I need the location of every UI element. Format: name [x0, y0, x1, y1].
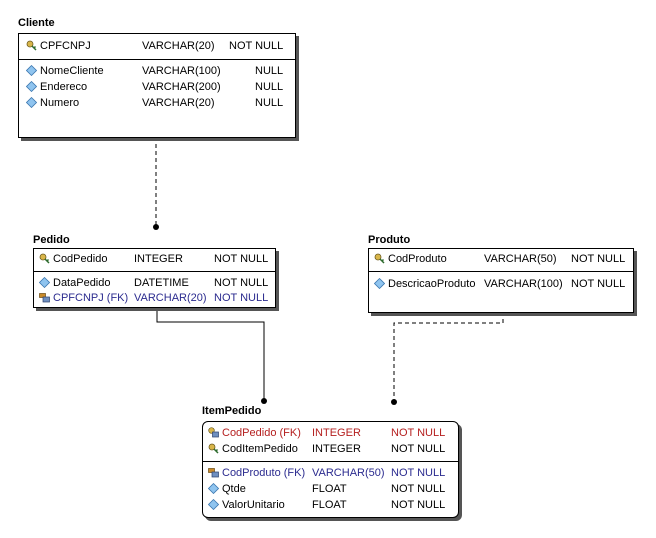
attribute-diamond-icon — [39, 277, 50, 288]
entity-itempedido[interactable]: CodPedido (FK) INTEGER NOT NULL CodItemP… — [202, 421, 459, 518]
column-type: VARCHAR(20) — [142, 40, 215, 52]
column-nullability: NOT NULL — [571, 278, 626, 290]
column-nullability: NOT NULL — [214, 292, 269, 304]
column-type: INTEGER — [312, 427, 361, 439]
attribute-diamond-icon — [208, 499, 219, 510]
column-nullability: NOT NULL — [571, 253, 626, 265]
column-nullability: NOT NULL — [214, 253, 269, 265]
foreign-key-row[interactable]: CodProduto (FK) VARCHAR(50) NOT NULL — [203, 465, 458, 481]
pk-fk-row[interactable]: CodPedido (FK) INTEGER NOT NULL — [203, 425, 458, 441]
key-separator — [203, 461, 458, 462]
key-icon — [26, 40, 37, 51]
pk-row[interactable]: CPFCNPJ VARCHAR(20) NOT NULL — [19, 38, 295, 54]
entity-produto[interactable]: CodProduto VARCHAR(50) NOT NULL Descrica… — [368, 248, 634, 313]
column-type: FLOAT — [312, 499, 347, 511]
column-type: VARCHAR(50) — [312, 467, 385, 479]
pk-row[interactable]: CodPedido INTEGER NOT NULL — [34, 251, 275, 267]
column-type: DATETIME — [134, 277, 189, 289]
column-name: CodProduto — [388, 253, 447, 265]
entity-title-itempedido: ItemPedido — [202, 405, 262, 417]
foreign-key-icon — [208, 468, 219, 478]
relationship-end-dot — [153, 224, 159, 230]
attribute-row[interactable]: NomeCliente VARCHAR(100) NULL — [19, 63, 295, 79]
relationship-end-dot — [391, 399, 397, 405]
relationship-pedido-itempedido — [156, 307, 265, 400]
column-name: DataPedido — [53, 277, 111, 289]
column-name: DescricaoProduto — [388, 278, 476, 290]
key-separator — [34, 271, 275, 272]
pk-row[interactable]: CodItemPedido INTEGER NOT NULL — [203, 441, 458, 457]
column-type: VARCHAR(20) — [134, 292, 207, 304]
attribute-row[interactable]: Numero VARCHAR(20) NULL — [19, 95, 295, 111]
column-nullability: NOT NULL — [391, 483, 446, 495]
relationship-produto-itempedido — [393, 312, 504, 400]
column-nullability: NOT NULL — [391, 499, 446, 511]
column-name: CodItemPedido — [222, 443, 298, 455]
key-foreign-key-icon — [208, 427, 219, 438]
key-separator — [369, 271, 633, 272]
key-icon — [208, 443, 219, 454]
attribute-diamond-icon — [26, 65, 37, 76]
entity-title-cliente: Cliente — [18, 17, 55, 29]
key-separator — [19, 59, 295, 60]
column-type: FLOAT — [312, 483, 347, 495]
key-icon — [374, 253, 385, 264]
key-icon — [39, 253, 50, 264]
entity-pedido[interactable]: CodPedido INTEGER NOT NULL DataPedido DA… — [33, 248, 276, 308]
relationship-end-dot — [261, 398, 267, 404]
column-name: Numero — [40, 97, 80, 109]
column-nullability: NOT NULL — [391, 443, 446, 455]
entity-title-pedido: Pedido — [33, 234, 70, 246]
column-nullability: NOT NULL — [391, 427, 446, 439]
column-nullability: NOT NULL — [229, 40, 284, 52]
column-nullability: NULL — [255, 81, 284, 93]
column-nullability: NOT NULL — [391, 467, 446, 479]
column-type: VARCHAR(100) — [142, 65, 221, 77]
column-name: Endereco — [40, 81, 88, 93]
column-name: CodPedido (FK) — [222, 427, 301, 439]
foreign-key-row[interactable]: CPFCNPJ (FK) VARCHAR(20) NOT NULL — [34, 290, 275, 306]
column-name: Qtde — [222, 483, 246, 495]
attribute-row[interactable]: ValorUnitario FLOAT NOT NULL — [203, 497, 458, 513]
column-name: CPFCNPJ (FK) — [53, 292, 129, 304]
column-nullability: NULL — [255, 65, 284, 77]
entity-cliente[interactable]: CPFCNPJ VARCHAR(20) NOT NULL NomeCliente… — [18, 33, 296, 138]
column-type: VARCHAR(200) — [142, 81, 221, 93]
column-type: INTEGER — [134, 253, 183, 265]
column-name: NomeCliente — [40, 65, 104, 77]
column-name: ValorUnitario — [222, 499, 285, 511]
attribute-diamond-icon — [26, 81, 37, 92]
column-type: VARCHAR(50) — [484, 253, 557, 265]
column-type: INTEGER — [312, 443, 361, 455]
foreign-key-icon — [39, 293, 50, 303]
column-nullability: NOT NULL — [214, 277, 269, 289]
entity-title-produto: Produto — [368, 234, 411, 246]
column-nullability: NULL — [255, 97, 284, 109]
pk-row[interactable]: CodProduto VARCHAR(50) NOT NULL — [369, 251, 633, 267]
column-name: CPFCNPJ — [40, 40, 91, 52]
attribute-diamond-icon — [26, 97, 37, 108]
attribute-row[interactable]: Endereco VARCHAR(200) NULL — [19, 79, 295, 95]
column-name: CodProduto (FK) — [222, 467, 306, 479]
column-name: CodPedido — [53, 253, 108, 265]
attribute-diamond-icon — [374, 278, 385, 289]
attribute-row[interactable]: Qtde FLOAT NOT NULL — [203, 481, 458, 497]
attribute-row[interactable]: DataPedido DATETIME NOT NULL — [34, 275, 275, 291]
column-type: VARCHAR(100) — [484, 278, 563, 290]
attribute-row[interactable]: DescricaoProduto VARCHAR(100) NOT NULL — [369, 276, 633, 292]
attribute-diamond-icon — [208, 483, 219, 494]
column-type: VARCHAR(20) — [142, 97, 215, 109]
